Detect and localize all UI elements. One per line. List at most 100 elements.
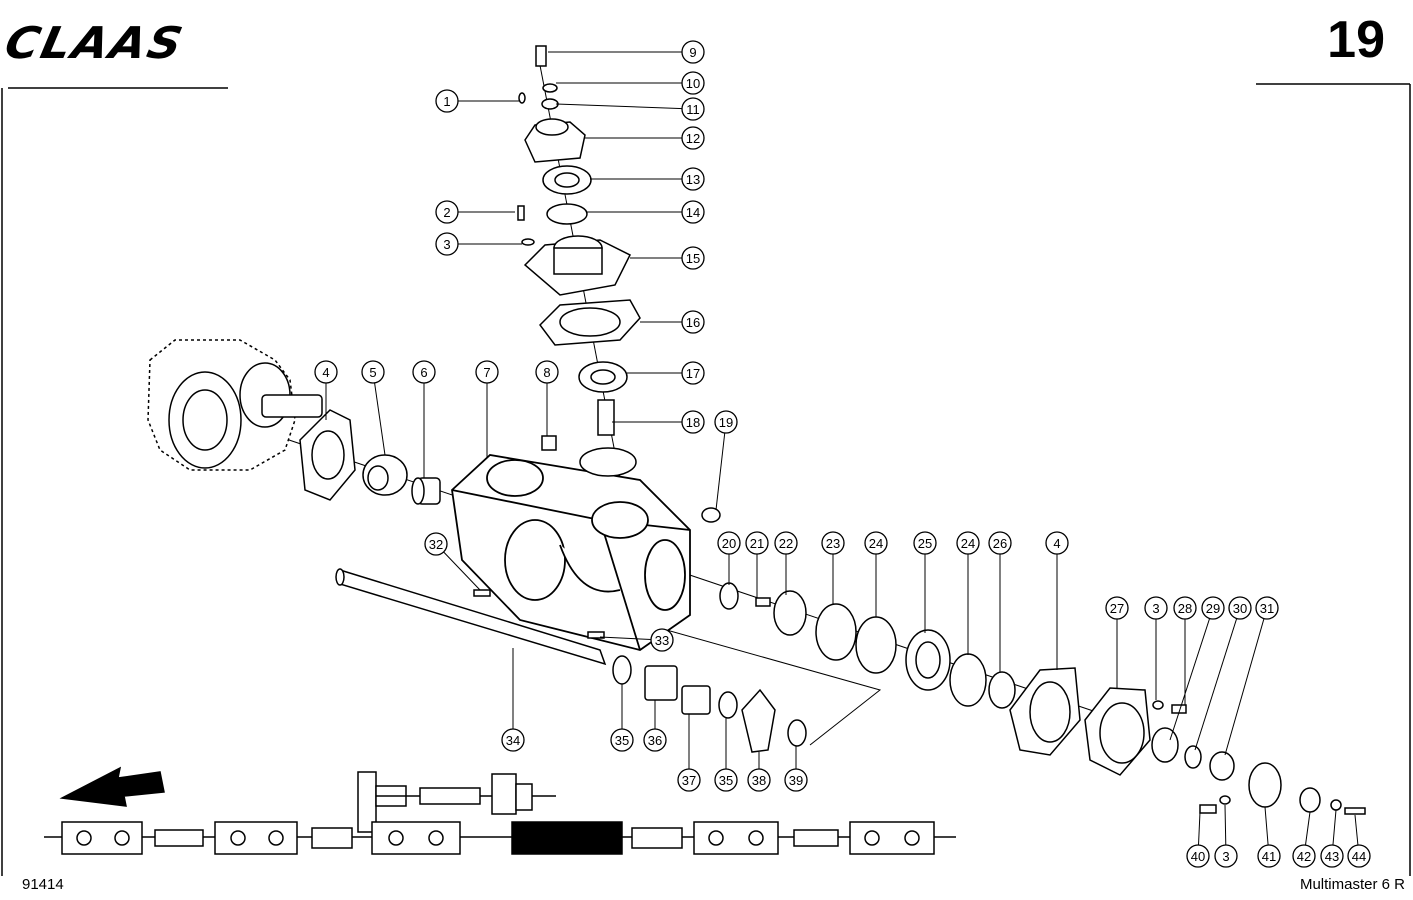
callout-circle (412, 360, 436, 384)
callout-circle (501, 728, 525, 752)
callout-label: 42 (1297, 849, 1311, 864)
callout-label: 34 (506, 733, 520, 748)
callout-circle (681, 97, 705, 121)
callout-label: 35 (615, 733, 629, 748)
callout-circle (988, 531, 1012, 555)
callout-circle (610, 728, 634, 752)
callout-label: 24 (869, 536, 883, 551)
callout-leader-line (1224, 607, 1268, 756)
callout-24: 24 (864, 531, 888, 617)
callout-label: 8 (543, 365, 550, 380)
callout-label: 38 (752, 773, 766, 788)
callout-34: 34 (501, 648, 525, 752)
callout-label: 35 (719, 773, 733, 788)
callout-44: 44 (1347, 814, 1371, 868)
callout-20: 20 (717, 531, 741, 585)
callout-circle (475, 360, 499, 384)
callout-10: 10 (556, 71, 705, 95)
callout-circle (681, 167, 705, 191)
callout-label: 24 (961, 536, 975, 551)
callout-circle (681, 40, 705, 64)
callout-label: 15 (686, 251, 700, 266)
callout-label: 21 (750, 536, 764, 551)
callout-label: 3 (1152, 601, 1159, 616)
callout-3: 3 (1214, 804, 1238, 868)
callout-label: 36 (648, 733, 662, 748)
callout-circle (681, 361, 705, 385)
model-name: Multimaster 6 R (1299, 876, 1405, 893)
callout-label: 9 (689, 45, 696, 60)
callout-label: 1 (443, 94, 450, 109)
callout-circle (1228, 596, 1252, 620)
drawing-number: 91414 (22, 876, 64, 893)
callout-label: 44 (1352, 849, 1366, 864)
callout-leader-line (1194, 607, 1241, 751)
callout-6: 6 (412, 360, 436, 478)
callout-label: 12 (686, 131, 700, 146)
callout-label: 4 (1053, 536, 1060, 551)
gearbox-housing (451, 454, 691, 651)
callout-circle (1320, 844, 1344, 868)
callout-35: 35 (714, 718, 738, 792)
callout-12: 12 (585, 126, 705, 150)
callout-4: 4 (314, 360, 338, 420)
callout-label: 17 (686, 366, 700, 381)
callout-label: 2 (443, 205, 450, 220)
right-side-parts (612, 582, 1366, 815)
callout-circle (1173, 596, 1197, 620)
callout-30: 30 (1194, 596, 1252, 751)
callout-label: 20 (722, 536, 736, 551)
callout-circle (864, 531, 888, 555)
callout-31: 31 (1224, 596, 1279, 756)
callout-circle (535, 360, 559, 384)
callout-42: 42 (1292, 811, 1316, 868)
callout-leader-line (372, 371, 386, 456)
callout-label: 3 (1222, 849, 1229, 864)
bushing (411, 477, 441, 505)
callout-circle (747, 768, 771, 792)
callout-19: 19 (714, 410, 738, 511)
callout-label: 28 (1178, 601, 1192, 616)
callout-26: 26 (988, 531, 1012, 672)
callout-label: 39 (789, 773, 803, 788)
callout-5: 5 (361, 360, 386, 456)
callout-leader-line (555, 103, 694, 110)
callout-8: 8 (535, 360, 559, 436)
callout-24: 24 (956, 531, 980, 655)
callout-1: 1 (435, 89, 520, 113)
callout-28: 28 (1173, 596, 1197, 705)
callout-39: 39 (784, 746, 808, 792)
callout-leader-line (715, 421, 727, 511)
callout-label: 5 (369, 365, 376, 380)
callout-circle (650, 628, 674, 652)
callout-circle (1045, 531, 1069, 555)
callout-circle (424, 532, 448, 556)
callout-label: 4 (322, 365, 329, 380)
callout-13: 13 (590, 167, 705, 191)
callout-label: 7 (483, 365, 490, 380)
hydraulic-pump (147, 339, 323, 471)
callout-label: 40 (1191, 849, 1205, 864)
callout-label: 30 (1233, 601, 1247, 616)
main-shaft (335, 568, 607, 666)
callout-circle (643, 728, 667, 752)
callout-label: 16 (686, 315, 700, 330)
callout-3: 3 (1144, 596, 1168, 700)
callout-circle (681, 126, 705, 150)
callout-40: 40 (1186, 811, 1210, 868)
callout-label: 31 (1260, 601, 1274, 616)
callout-circle (1292, 844, 1316, 868)
callout-circle (1257, 844, 1281, 868)
callout-circle (714, 410, 738, 434)
callout-32: 32 (424, 532, 481, 591)
page-frame (1, 83, 1411, 876)
callout-circle (435, 200, 459, 224)
callout-label: 32 (429, 537, 443, 552)
callout-label: 11 (686, 102, 700, 117)
callout-label: 6 (420, 365, 427, 380)
callout-43: 43 (1320, 809, 1344, 868)
callout-circle (1255, 596, 1279, 620)
pinion-gear (362, 454, 408, 496)
callout-33: 33 (599, 628, 674, 652)
